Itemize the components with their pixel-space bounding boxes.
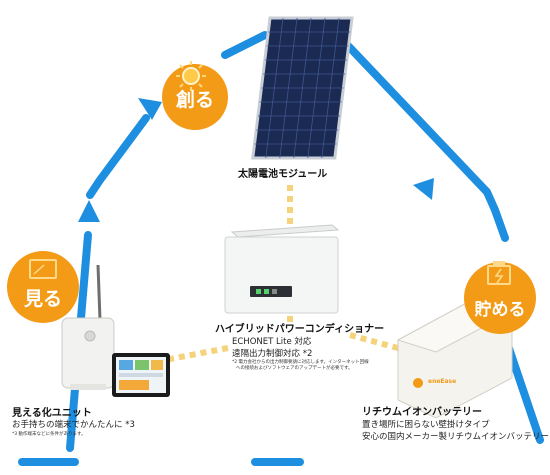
battery-line1: 置き場所に困らない壁掛けタイプ: [362, 420, 490, 430]
badge-create: [162, 61, 228, 130]
pcs-title: ハイブリッドパワーコンディショナー: [215, 324, 385, 335]
badge-store-label: 貯める: [474, 300, 526, 320]
arrowhead-left: [78, 200, 100, 222]
pcs-line1: ECHONET Lite 対応: [232, 337, 312, 347]
sun-icon: [176, 61, 206, 91]
arrowhead-top-left: [138, 98, 162, 120]
monitor-box: [61, 317, 115, 389]
pcs-display: [250, 286, 292, 297]
arrowhead-right: [413, 178, 434, 200]
battery-line2: 安心の国内メーカー製リチウムイオンバッテリーを採用: [362, 432, 550, 442]
badge-view-label: 見る: [23, 288, 62, 310]
line-pcs-to-battery: [349, 332, 406, 353]
solar-panel: [251, 16, 354, 160]
pcs-line2: 遠隔出力制御対応 *2: [232, 349, 313, 359]
battery-title: リチウムイオンバッテリー: [362, 407, 482, 418]
solar-label: 太陽電池モジュール: [238, 169, 328, 180]
monitor-unit: [61, 264, 115, 390]
tablet-device: [112, 353, 170, 397]
screen-icon: [29, 259, 57, 279]
pcs-note2: への接続およびソフトウェアのアップデートが必要です。: [236, 366, 353, 371]
power-conditioner-unit: [224, 224, 340, 314]
battery-logo-mark: [413, 378, 423, 388]
battery-icon: [487, 261, 511, 285]
battery-brand: eneEase: [428, 378, 457, 385]
monitor-line1: お手持ちの端末でかんたんに *3: [12, 420, 135, 430]
monitor-note1: *3 動作端末などに条件があります。: [12, 432, 86, 437]
badge-store: [464, 261, 536, 334]
badge-create-label: 創る: [175, 89, 214, 111]
antenna: [96, 264, 102, 321]
line-pcs-to-monitor: [164, 345, 229, 363]
badge-view: [7, 251, 79, 323]
pcs-note1: *2 電力会社からの出力制御要請に対応します。インターネット回線: [232, 360, 369, 365]
pcs-body: [224, 236, 339, 314]
monitor-title: 見える化ユニット: [12, 408, 92, 419]
